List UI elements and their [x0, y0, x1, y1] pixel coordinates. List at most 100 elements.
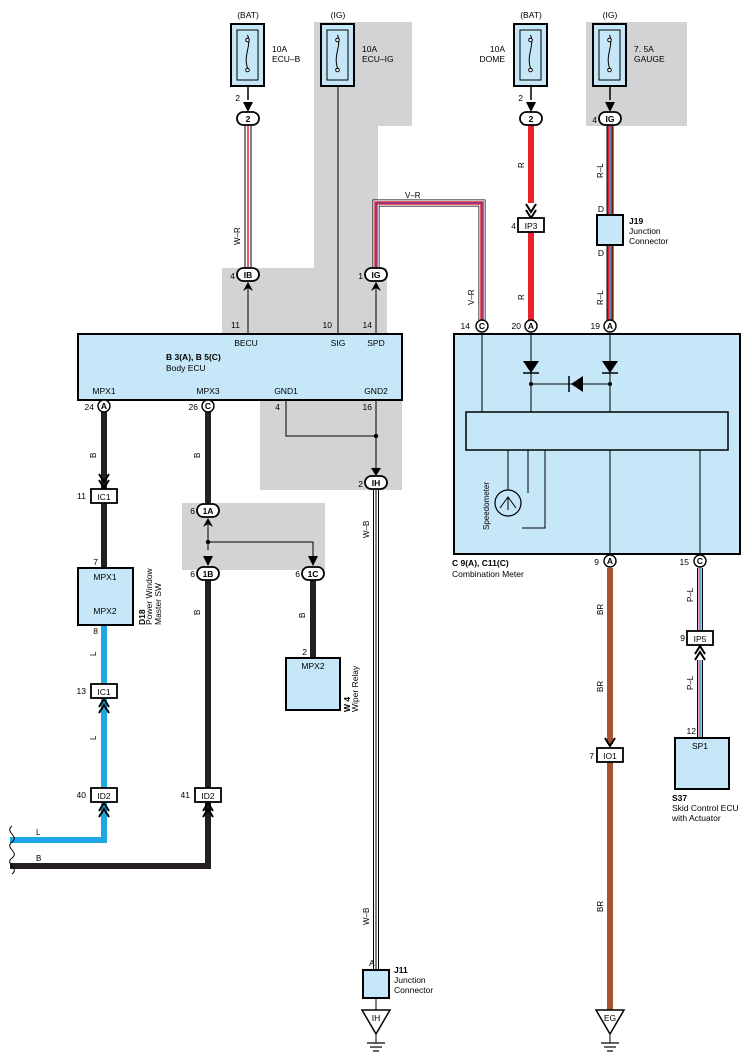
svg-text:Master SW: Master SW: [153, 583, 163, 625]
connector-ib: 4 IB: [230, 267, 260, 291]
connector-ip5: 9 IP5: [680, 630, 714, 661]
svg-text:1A: 1A: [203, 506, 214, 516]
svg-text:10A: 10A: [362, 44, 377, 54]
svg-text:6: 6: [190, 569, 195, 579]
svg-text:24: 24: [85, 402, 95, 412]
svg-text:Junction: Junction: [629, 226, 661, 236]
svg-text:D: D: [598, 248, 604, 258]
wire-r-l: R–L R–L: [596, 86, 614, 320]
wire-r: R R: [517, 86, 534, 320]
svg-text:Skid Control ECU: Skid Control ECU: [672, 803, 739, 813]
svg-text:P–L: P–L: [686, 587, 695, 602]
connector-ig-mid: 1 IG: [358, 267, 388, 291]
connector-1b: 6 1B: [190, 556, 220, 581]
svg-text:16: 16: [363, 402, 373, 412]
svg-text:11: 11: [231, 320, 240, 330]
wire-branch-1c: B: [205, 520, 316, 658]
svg-text:41: 41: [181, 790, 191, 800]
svg-text:BR: BR: [596, 604, 605, 615]
fuse-ecu-ig: (IG) 10A ECU–IG: [320, 10, 394, 87]
svg-text:40: 40: [77, 790, 87, 800]
svg-text:MPX1: MPX1: [93, 572, 116, 582]
svg-text:9: 9: [680, 633, 685, 643]
svg-text:Body ECU: Body ECU: [166, 363, 206, 373]
svg-text:with Actuator: with Actuator: [671, 813, 721, 823]
svg-text:A: A: [607, 556, 613, 566]
svg-text:10A: 10A: [272, 44, 287, 54]
svg-text:4: 4: [230, 271, 235, 281]
j19-junction-connector: D D J19 Junction Connector: [596, 204, 668, 258]
break-symbols: [9, 825, 15, 875]
svg-text:GND1: GND1: [274, 386, 298, 396]
svg-text:J19: J19: [629, 216, 643, 226]
wire-w-b: W–B W–B: [362, 490, 379, 1010]
svg-text:13: 13: [77, 686, 87, 696]
combination-meter: Speedometer 14 C 20 A 19 A 9 A 15 C C 9(…: [452, 319, 741, 579]
svg-text:10: 10: [323, 320, 333, 330]
svg-text:2: 2: [358, 479, 363, 489]
svg-text:14: 14: [363, 320, 373, 330]
connector-ip3: 4 IP3: [511, 203, 545, 233]
svg-text:B: B: [36, 854, 41, 863]
svg-text:B 3(A), B 5(C): B 3(A), B 5(C): [166, 352, 221, 362]
svg-text:B: B: [89, 453, 98, 458]
svg-text:BECU: BECU: [234, 338, 258, 348]
svg-text:Combination Meter: Combination Meter: [452, 569, 524, 579]
svg-text:8: 8: [93, 626, 98, 636]
svg-text:Speedometer: Speedometer: [482, 482, 491, 530]
svg-text:IH: IH: [372, 1013, 381, 1023]
svg-text:7. 5A: 7. 5A: [634, 44, 654, 54]
svg-text:V–R: V–R: [467, 289, 476, 305]
svg-text:(IG): (IG): [603, 10, 618, 20]
svg-text:1: 1: [358, 271, 363, 281]
svg-text:2: 2: [235, 93, 240, 103]
svg-text:V–R: V–R: [405, 191, 421, 200]
svg-text:ECU–B: ECU–B: [272, 54, 301, 64]
body-ecu: B 3(A), B 5(C) Body ECU BECU SIG SPD 11 …: [77, 282, 403, 413]
svg-text:20: 20: [512, 321, 522, 331]
svg-text:L: L: [89, 735, 98, 740]
svg-text:(BAT): (BAT): [237, 10, 259, 20]
svg-text:A: A: [607, 321, 613, 331]
svg-text:EG: EG: [604, 1013, 616, 1023]
svg-text:1B: 1B: [203, 569, 214, 579]
connector-2-ecu-b: 2 2: [235, 93, 260, 126]
svg-text:P–L: P–L: [686, 675, 695, 690]
svg-text:ID2: ID2: [97, 791, 111, 801]
connector-1a: 6 1A: [190, 503, 220, 527]
svg-text:10A: 10A: [490, 44, 505, 54]
svg-text:GND2: GND2: [364, 386, 388, 396]
svg-text:Power Window: Power Window: [144, 567, 154, 625]
svg-text:IP5: IP5: [694, 634, 707, 644]
svg-text:W–B: W–B: [362, 521, 371, 538]
svg-text:L: L: [89, 651, 98, 656]
w4-wiper-relay: MPX2 2 W 4 Wiper Relay: [285, 647, 360, 712]
svg-text:R–L: R–L: [596, 290, 605, 305]
svg-text:J11: J11: [394, 965, 408, 975]
svg-text:SIG: SIG: [331, 338, 346, 348]
svg-text:11: 11: [77, 491, 86, 501]
svg-text:Connector: Connector: [629, 236, 668, 246]
connector-id2-right: 41 ID2: [181, 787, 222, 818]
d18-power-window-master-sw: MPX1 MPX2 7 8 D18 Power Window Master SW: [77, 557, 163, 636]
svg-text:(BAT): (BAT): [520, 10, 542, 20]
svg-text:MPX2: MPX2: [301, 661, 324, 671]
connector-ig-gauge: 4 IG: [592, 102, 622, 126]
svg-text:B: B: [193, 453, 202, 458]
svg-text:IG: IG: [372, 270, 381, 280]
svg-text:4: 4: [511, 221, 516, 231]
svg-text:L: L: [36, 828, 41, 837]
connector-ic1-bottom: 13 IC1: [77, 683, 118, 714]
svg-text:2: 2: [529, 114, 534, 124]
svg-text:ID2: ID2: [201, 791, 215, 801]
shaded-areas: [182, 22, 687, 570]
connector-ih-top: 2 IH: [358, 468, 388, 490]
svg-text:C: C: [479, 321, 485, 331]
svg-text:IO1: IO1: [603, 751, 617, 761]
svg-text:C: C: [697, 556, 703, 566]
svg-text:9: 9: [594, 557, 599, 567]
wire-l-blue: L L L: [10, 625, 107, 843]
wire-p-l: P–L P–L: [686, 568, 703, 738]
svg-text:2: 2: [518, 93, 523, 103]
